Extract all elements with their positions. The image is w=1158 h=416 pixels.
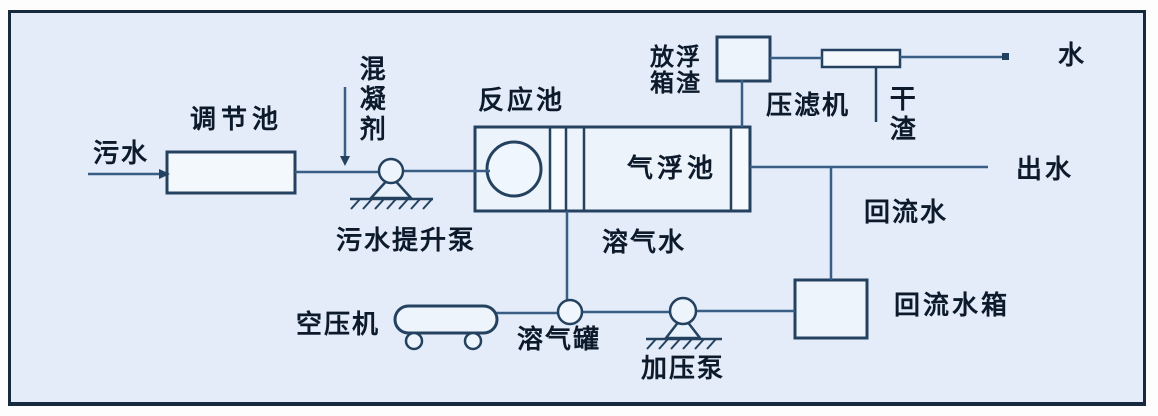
dissolved-air-tank-node-icon	[556, 298, 584, 326]
label-regulating-tank: 调节池	[190, 105, 284, 135]
label-pressure-pump: 加压泵	[641, 354, 726, 384]
pump-ground-hatch-icon	[646, 338, 717, 350]
compressor-wheel-icon	[404, 331, 424, 351]
regulating-tank-box	[165, 150, 297, 195]
label-dissolved-air-water: 溶气水	[602, 228, 687, 258]
label-dissolved-air-tank: 溶气罐	[517, 325, 602, 355]
tank-outlet-strip	[732, 129, 748, 209]
label-dry-residue: 干渣	[885, 85, 916, 145]
scum-discharge-box	[715, 35, 772, 83]
pump-circle-icon	[668, 296, 698, 326]
pipe-end-dot-icon	[1002, 53, 1009, 60]
label-filter-press: 压滤机	[766, 91, 851, 121]
pump-circle-icon	[377, 157, 405, 185]
label-sewage-lift-pump: 污水提升泵	[336, 226, 477, 256]
label-air-compressor: 空压机	[296, 310, 381, 340]
sewage-lift-pump-symbol	[350, 157, 433, 210]
tank-divider-lines	[548, 127, 733, 211]
influent-arrow-icon	[159, 169, 170, 179]
label-flotation-tank: 气浮池	[627, 154, 718, 184]
coagulant-arrow-icon	[340, 156, 350, 166]
pressure-pump-symbol	[646, 296, 722, 350]
label-filtrate-water: 水	[1058, 41, 1087, 71]
label-return-water: 回流水	[864, 198, 949, 228]
label-scum-discharge-box: 放浮 箱渣	[650, 42, 702, 97]
reaction-tank-mixer-icon	[485, 140, 543, 198]
label-influent: 污水	[93, 139, 150, 169]
compressor-wheel-icon	[463, 331, 483, 351]
compressor-receiver-capsule	[393, 304, 499, 335]
return-water-tank-box	[793, 278, 869, 340]
label-reaction-tank: 反应池	[478, 86, 566, 116]
label-effluent: 出水	[1016, 155, 1075, 185]
air-compressor-symbol	[393, 304, 499, 351]
label-coagulant: 混凝剂	[355, 55, 386, 145]
filter-press-box	[820, 48, 902, 69]
label-return-water-tank: 回流水箱	[894, 291, 1011, 321]
pump-ground-hatch-icon	[350, 198, 433, 210]
tank-divider-strip	[551, 129, 565, 209]
